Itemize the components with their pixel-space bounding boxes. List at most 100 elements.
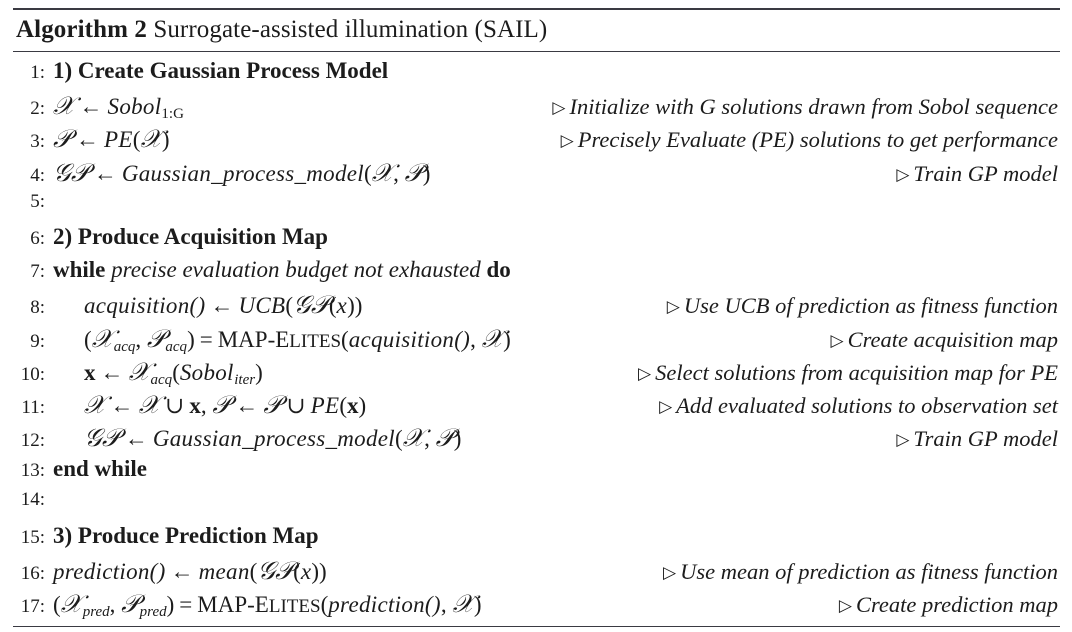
script-p-symbol: 𝒫	[70, 157, 89, 187]
algorithm-line: 3: 𝒫←PE(𝒳) ▷Precisely Evaluate (PE) solu…	[13, 124, 1060, 157]
script-g-symbol: 𝒢	[257, 555, 276, 585]
assign-arrow-icon: ←	[93, 160, 117, 186]
sobol-identifier: Sobol	[179, 359, 234, 385]
acquisition-call: acquisition()	[348, 326, 471, 352]
comment-text: Use UCB of prediction as fitness functio…	[683, 293, 1058, 319]
assign-arrow-icon: ←	[110, 392, 134, 418]
line-comment: ▷Initialize with G solutions drawn from …	[552, 94, 1060, 120]
comment-triangle-icon: ▷	[638, 363, 652, 383]
algorithm-line: 12: 𝒢𝒫←Gaussian_process_model(𝒳, 𝒫) ▷Tra…	[13, 423, 1060, 456]
while-condition: precise evaluation budget not exhausted	[111, 257, 481, 283]
equals-sign: =	[179, 592, 193, 617]
algorithm-block: Algorithm 2 Surrogate-assisted illuminat…	[13, 8, 1060, 628]
line-number: 5:	[30, 190, 45, 212]
section-heading-text: 1) Create Gaussian Process Model	[53, 58, 389, 83]
algorithm-line: 8: acquisition()←UCB(𝒢𝒫(x)) ▷Use UCB of …	[13, 290, 1060, 323]
script-p-symbol: 𝒫	[404, 157, 423, 187]
subscript-acq: acq	[165, 338, 188, 355]
line-number: 17:	[20, 596, 45, 617]
line-number: 13:	[20, 460, 45, 482]
comment-triangle-icon: ▷	[896, 164, 910, 184]
algorithm-line: 6: 2) Produce Acquisition Map	[13, 224, 1060, 257]
assign-arrow-icon: ←	[79, 94, 103, 120]
assign-arrow-icon: ←	[124, 426, 148, 452]
line-number: 4:	[30, 164, 45, 186]
comment-text: Train GP model	[913, 160, 1058, 186]
comment-triangle-icon: ▷	[830, 330, 844, 350]
comment-text: Use mean of prediction as fitness functi…	[680, 558, 1058, 584]
subscript-iter: iter	[234, 371, 256, 388]
assign-arrow-icon: ←	[235, 392, 259, 418]
do-keyword: do	[486, 257, 511, 283]
script-p-symbol: 𝒫	[310, 290, 329, 320]
algorithm-top-rule	[13, 8, 1060, 10]
algorithm-line: 2: 𝒳←Sobol1:G ▷Initialize with G solutio…	[13, 91, 1060, 124]
script-p-symbol: 𝒫	[101, 423, 120, 453]
line-number: 11:	[21, 396, 45, 418]
union-operator: ∪	[165, 392, 185, 418]
script-x-symbol: 𝒳	[128, 356, 151, 386]
script-g-symbol: 𝒢	[53, 157, 71, 187]
line-code: 𝒢𝒫←Gaussian_process_model(𝒳, 𝒫)	[53, 157, 431, 187]
assign-arrow-icon: ←	[210, 293, 234, 319]
script-g-symbol: 𝒢	[293, 290, 311, 320]
script-x-symbol: 𝒳	[138, 389, 161, 419]
line-comment: ▷Use UCB of prediction as fitness functi…	[667, 293, 1060, 319]
line-code: end while	[53, 456, 147, 482]
bold-vector-x: x	[347, 392, 359, 418]
algorithm-line: 11: 𝒳←𝒳∪x, 𝒫←𝒫∪PE(x) ▷Add evaluated solu…	[13, 390, 1060, 423]
script-x-symbol: 𝒳	[140, 124, 162, 154]
line-number: 12:	[20, 430, 45, 452]
mean-identifier: mean	[198, 558, 250, 584]
algorithm-line: 16: prediction()←mean(𝒢𝒫(x)) ▷Use mean o…	[13, 556, 1060, 589]
algorithm-lines: 1: 1) Create Gaussian Process Model 2: 𝒳…	[13, 52, 1060, 626]
script-p-symbol: 𝒫	[275, 555, 294, 585]
gp-model-identifier: Gaussian_process_model	[152, 426, 395, 452]
comment-text: Select solutions from acquisition map fo…	[655, 359, 1058, 385]
algorithm-caption-keyword: Algorithm 2	[16, 16, 147, 43]
script-x-symbol: 𝒳	[402, 423, 425, 453]
line-code: while precise evaluation budget not exha…	[53, 257, 511, 283]
line-number: 3:	[30, 131, 45, 153]
script-x-symbol: 𝒳	[481, 323, 504, 353]
algorithm-line: 10: x←𝒳acq(Soboliter) ▷Select solutions …	[13, 357, 1060, 390]
bold-vector-x: x	[84, 359, 96, 385]
prediction-call: prediction()	[328, 592, 441, 617]
script-p-symbol: 𝒫	[146, 323, 165, 353]
line-number: 14:	[20, 489, 45, 511]
line-code: (𝒳acq, 𝒫acq)=MAP-ELITES(acquisition(), 𝒳…	[84, 323, 511, 355]
line-code: 𝒫←PE(𝒳)	[53, 124, 170, 154]
comment-triangle-icon: ▷	[663, 562, 677, 582]
script-p-symbol: 𝒫	[121, 589, 140, 618]
line-comment: ▷Train GP model	[896, 426, 1060, 452]
line-code: prediction()←mean(𝒢𝒫(x))	[53, 555, 327, 585]
comment-text: Initialize with G solutions drawn from S…	[569, 94, 1058, 120]
line-code: (𝒳pred, 𝒫pred)=MAP-ELITES(prediction(), …	[53, 589, 482, 621]
subscript-pred: pred	[82, 604, 110, 621]
pe-identifier: PE	[104, 127, 133, 153]
line-number: 10:	[20, 363, 45, 385]
map-elites-suffix: LITES	[268, 596, 321, 617]
line-comment: ▷Precisely Evaluate (PE) solutions to ge…	[561, 127, 1060, 153]
comment-text: Train GP model	[913, 426, 1058, 452]
line-code: 𝒢𝒫←Gaussian_process_model(𝒳, 𝒫)	[84, 423, 462, 453]
line-code: 2) Produce Acquisition Map	[53, 224, 328, 250]
map-elites-prefix: MAP-	[197, 592, 255, 617]
line-comment: ▷Create acquisition map	[831, 327, 1060, 353]
script-p-symbol: 𝒫	[263, 389, 282, 419]
comment-triangle-icon: ▷	[552, 98, 566, 118]
comment-triangle-icon: ▷	[896, 430, 910, 450]
line-code: 1) Create Gaussian Process Model	[53, 58, 388, 84]
subscript-pred: pred	[139, 604, 167, 621]
line-comment: ▷Select solutions from acquisition map f…	[638, 360, 1060, 386]
line-number: 6:	[30, 227, 45, 249]
section-heading-text: 3) Produce Prediction Map	[53, 522, 319, 548]
algorithm-line: 15: 3) Produce Prediction Map	[13, 523, 1060, 556]
line-number: 16:	[20, 562, 45, 584]
line-code: 3) Produce Prediction Map	[53, 523, 319, 549]
subscript-1G: 1:G	[161, 106, 184, 123]
comment-text: Add evaluated solutions to observation s…	[676, 392, 1058, 418]
line-code: 𝒳←𝒳∪x, 𝒫←𝒫∪PE(x)	[84, 389, 367, 419]
algorithm-line: 7: while precise evaluation budget not e…	[13, 257, 1060, 290]
assign-arrow-icon: ←	[170, 558, 194, 584]
